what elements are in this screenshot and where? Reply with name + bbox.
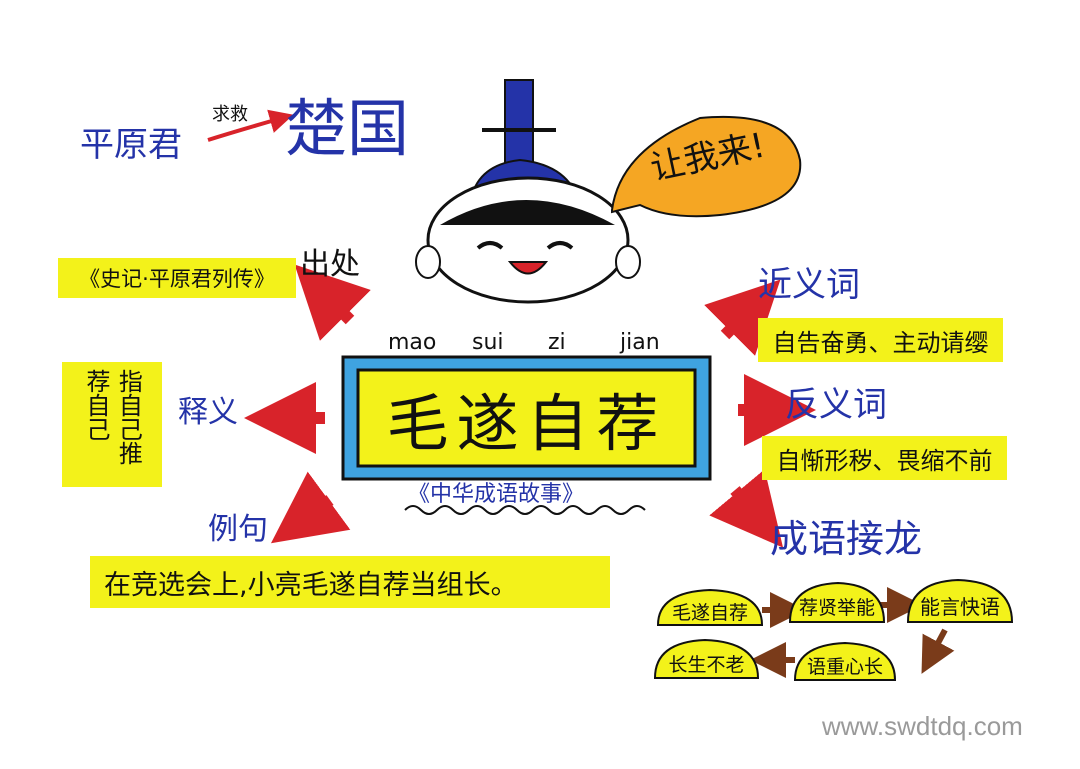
chain-item-5: 长生不老 <box>668 653 745 676</box>
subtitle-wave <box>404 505 646 515</box>
pinyin-1: mao <box>388 330 437 355</box>
chain-label: 成语接龙 <box>770 517 923 561</box>
meaning-text: 指自己推荐自己 <box>82 368 143 465</box>
chain-item-4: 语重心长 <box>806 655 883 678</box>
action-label: 求救 <box>212 104 248 125</box>
pinyin-2: sui <box>472 330 504 355</box>
branch-arrows <box>244 264 816 548</box>
main-subtitle: 《中华成语故事》 <box>408 482 585 507</box>
antonym-text: 自惭形秽、畏缩不前 <box>762 436 1007 480</box>
meaning-box: 指自己推荐自己 <box>62 362 162 487</box>
example-label: 例句 <box>208 512 268 547</box>
person-label: 平原君 <box>80 125 182 165</box>
example-text: 在竞选会上,小亮毛遂自荐当组长。 <box>90 556 610 608</box>
synonym-label: 近义词 <box>758 265 860 305</box>
character-drawing <box>415 79 641 304</box>
pinyin-3: zi <box>548 330 566 355</box>
synonym-text: 自告奋勇、主动请缨 <box>758 318 1003 362</box>
source-text: 《史记·平原君列传》 <box>58 258 296 298</box>
rescue-arrow <box>207 109 294 142</box>
pinyin-4: jian <box>620 330 660 355</box>
target-label: 楚国 <box>285 92 410 165</box>
speech-bubble <box>611 115 802 218</box>
antonym-label: 反义词 <box>785 385 887 425</box>
chain-arrows <box>750 587 955 678</box>
watermark: www.swdtdq.com <box>822 711 1023 741</box>
main-title: 毛遂自荐 <box>386 387 667 460</box>
chain-item-1: 毛遂自荐 <box>671 601 748 624</box>
source-label: 出处 <box>300 247 360 282</box>
chain-bubbles <box>653 578 1014 681</box>
chain-item-3: 能言快语 <box>920 594 1000 619</box>
meaning-label: 释义 <box>178 395 238 430</box>
chain-item-2: 荐贤举能 <box>798 596 875 619</box>
